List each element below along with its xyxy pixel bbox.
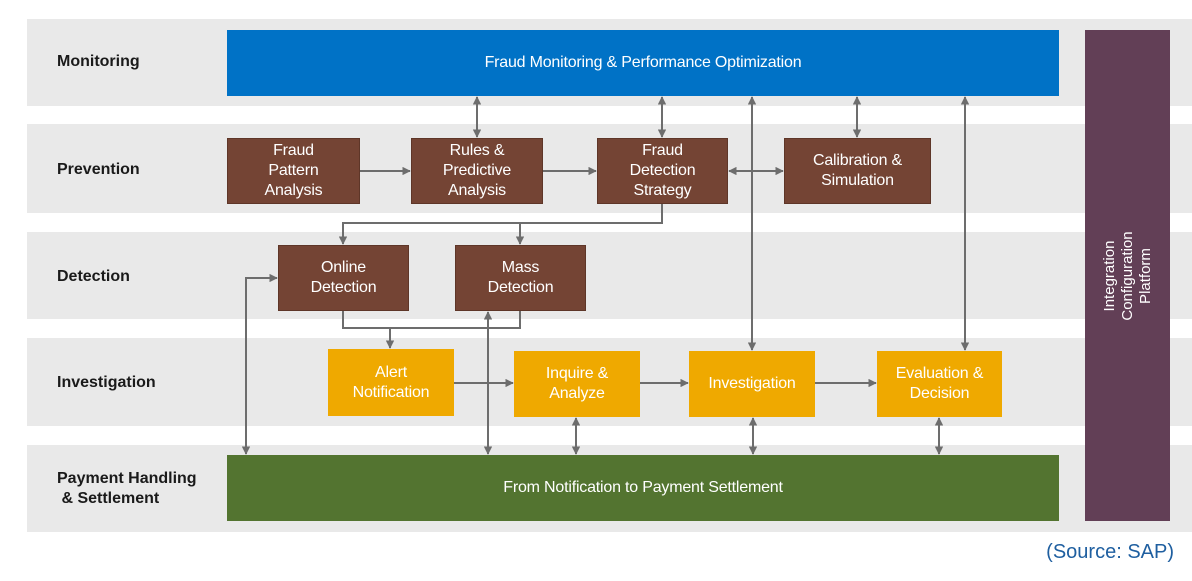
payment-settlement-bar: From Notification to Payment Settlement [227,455,1059,521]
fraud-monitoring-bar: Fraud Monitoring & Performance Optimizat… [227,30,1059,96]
node-evaluation-decision: Evaluation & Decision [877,351,1002,417]
node-inquire-analyze: Inquire & Analyze [514,351,640,417]
node-alert-notification: Alert Notification [328,349,454,416]
lane-label-prevention: Prevention [57,161,140,178]
node-investigation: Investigation [689,351,815,417]
lane-label-monitoring: Monitoring [57,53,140,70]
lane-label-investigation: Investigation [57,374,156,391]
node-mass-detection: Mass Detection [455,245,586,311]
node-fraud-detection-strategy: Fraud Detection Strategy [597,138,728,204]
source-caption: (Source: SAP) [1046,541,1174,563]
node-fraud-pattern-analysis: Fraud Pattern Analysis [227,138,360,204]
node-calibration-simulation: Calibration & Simulation [784,138,931,204]
node-rules-predictive-analysis: Rules & Predictive Analysis [411,138,543,204]
lane-label-detection: Detection [57,268,130,285]
integration-platform-label: Integration Configuration Platform [1100,230,1154,321]
integration-platform-bar: Integration Configuration Platform [1085,30,1170,521]
lane-label-payment: Payment Handling & Settlement [57,470,197,507]
node-online-detection: Online Detection [278,245,409,311]
lane-detection [27,232,1192,319]
